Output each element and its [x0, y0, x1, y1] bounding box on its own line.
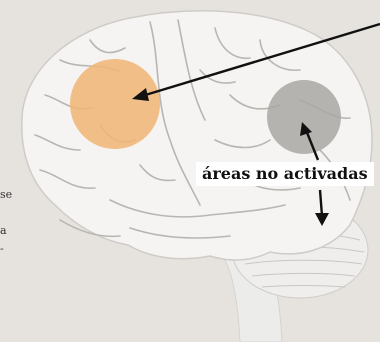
inactive-area: [267, 80, 341, 154]
inactive-areas-label: áreas no activadas: [196, 162, 374, 186]
side-text-fragment: se: [0, 186, 12, 204]
cropped-side-text: se a -: [0, 186, 12, 258]
side-text-fragment: -: [0, 240, 12, 258]
activated-area: [70, 59, 160, 149]
side-text-fragment: a: [0, 222, 12, 240]
